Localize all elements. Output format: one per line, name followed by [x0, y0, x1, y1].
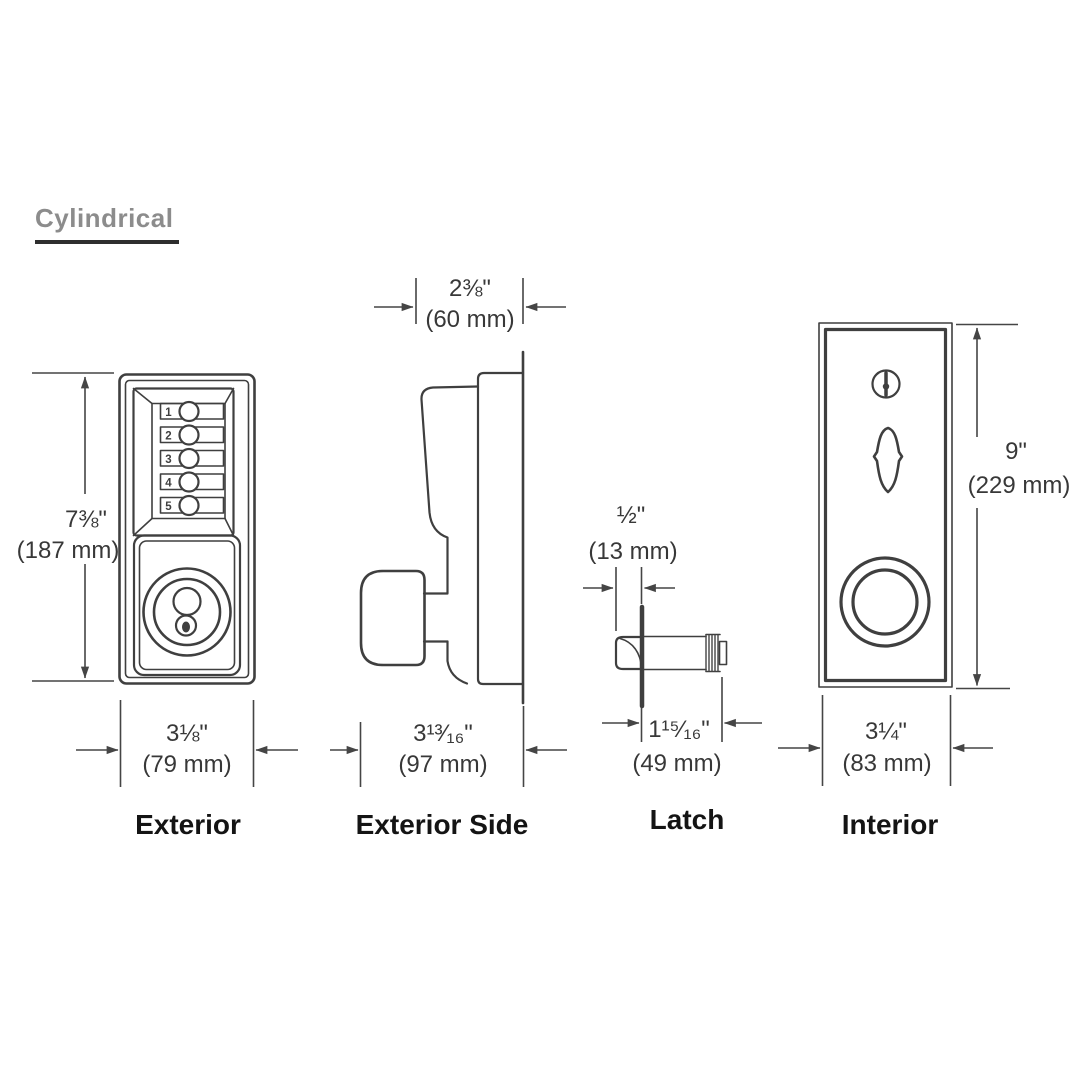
interior-plate-outline: [818, 322, 953, 688]
keyway-upper-circle: [172, 586, 202, 617]
interior-width-inches: 3¼": [865, 718, 907, 745]
cylinder-face-outer: [142, 567, 232, 657]
latch-view: ½" (13 mm) 1¹⁵⁄₁₆" (49 mm) Latch: [583, 502, 762, 835]
latch-diameter-inches: ½": [617, 502, 646, 529]
exterior-view-label: Exterior: [135, 809, 241, 840]
interior-knob: [839, 556, 931, 648]
keyway-lower-circle: [174, 614, 198, 637]
knob-neck: [422, 592, 449, 643]
cylinder-housing-inner: [138, 540, 236, 671]
keypad-buttons: 1 2 3 4 5: [159, 400, 225, 517]
interior-height-inches: 9": [1005, 438, 1027, 465]
interior-inner-plate: [823, 327, 948, 683]
keypad-bezel-corners: [132, 387, 235, 537]
keypad-button-4-circle[interactable]: [178, 471, 200, 493]
latch-view-label: Latch: [650, 804, 725, 835]
exterior-cylinder-section: [132, 534, 242, 677]
side-front-upper-profile: [420, 385, 480, 595]
thumbturn[interactable]: [872, 426, 904, 494]
keypad-button-1-circle[interactable]: [178, 400, 200, 423]
interior-view: 9" (229 mm) 3¼" (83 mm) Interior: [778, 322, 1071, 840]
keypad-button-3-label: 3: [165, 454, 171, 466]
interior-screw: [871, 369, 901, 399]
latch-diameter-dimension: ½" (13 mm): [583, 502, 678, 631]
diagram-title: Cylindrical: [35, 203, 180, 244]
latch-body: [641, 635, 707, 671]
interior-outer-plate: [818, 322, 953, 688]
latch-length-inches: 1¹⁵⁄₁₆": [648, 716, 710, 743]
side-depth-inches: 2⅜": [449, 275, 491, 302]
keypad-panel: 1 2 3 4 5: [132, 387, 235, 537]
exterior-view: 1 2 3 4 5: [17, 372, 298, 840]
exterior-outer-plate: [118, 373, 256, 685]
interior-width-mm: (83 mm): [842, 750, 931, 777]
keypad-button-1-label: 1: [165, 407, 172, 419]
cylinder-face-ring: [152, 577, 222, 647]
latch-threads: [705, 633, 728, 673]
side-width-dimension: 3¹³⁄₁₆" (97 mm): [330, 706, 567, 787]
keypad-button-3-circle[interactable]: [178, 447, 200, 470]
latch-length-mm: (49 mm): [632, 750, 721, 777]
interior-view-label: Interior: [842, 809, 939, 840]
exterior-body-outline: [118, 373, 256, 685]
exterior-width-inches: 3⅛": [166, 720, 208, 747]
interior-width-dimension: 3¼" (83 mm): [778, 695, 993, 786]
exterior-inner-plate: [124, 379, 250, 679]
keypad-button-4-label: 4: [165, 478, 172, 490]
exterior-width-dimension: 3⅛" (79 mm): [76, 700, 298, 787]
screw-circle: [871, 369, 901, 399]
screw-center-dot: [882, 383, 890, 390]
latch-drawing: [614, 604, 728, 709]
keypad-button-2-label: 2: [165, 431, 171, 443]
keypad-button-5-circle[interactable]: [178, 494, 200, 517]
side-profile-outline: [359, 350, 525, 705]
interior-knob-inner-circle: [851, 568, 919, 636]
interior-height-dimension: 9" (229 mm): [956, 323, 1071, 690]
exterior-width-mm: (79 mm): [142, 751, 231, 778]
keypad-button-5-label: 5: [165, 501, 172, 513]
latch-bolt: [614, 635, 644, 671]
cylinder-housing-outer: [132, 534, 242, 677]
latch-thread-cap: [718, 640, 728, 666]
exterior-height-dimension: 7⅜" (187 mm): [17, 372, 120, 682]
side-width-mm: (97 mm): [398, 751, 487, 778]
latch-diameter-mm: (13 mm): [588, 538, 677, 565]
keypad-button-2-circle[interactable]: [178, 424, 200, 446]
side-depth-mm: (60 mm): [425, 306, 514, 333]
exterior-height-mm: (187 mm): [17, 537, 120, 564]
keyway-slot: [182, 621, 190, 633]
latch-length-dimension: 1¹⁵⁄₁₆" (49 mm): [602, 677, 762, 777]
exterior-side-view: 2⅜" (60 mm) 3¹³⁄₁₆" (97 mm) Exterior Sid…: [330, 275, 567, 840]
side-depth-dimension: 2⅜" (60 mm): [374, 275, 566, 333]
exterior-height-inches: 7⅜": [65, 506, 107, 533]
side-width-inches: 3¹³⁄₁₆": [413, 720, 473, 747]
side-front-lower-profile: [446, 640, 469, 685]
side-knob[interactable]: [359, 569, 426, 667]
exterior-side-view-label: Exterior Side: [356, 809, 529, 840]
latch-bolt-bevel: [619, 637, 643, 669]
side-back-plate: [476, 371, 525, 686]
interior-height-mm: (229 mm): [968, 472, 1071, 499]
interior-knob-outer-circle[interactable]: [839, 556, 931, 648]
